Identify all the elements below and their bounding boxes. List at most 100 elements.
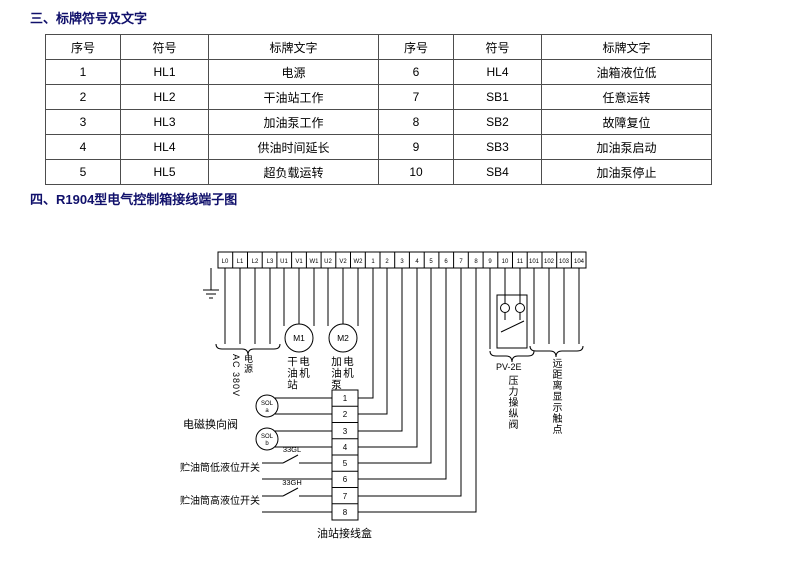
sol-a-text: SOL xyxy=(261,401,274,407)
motor2-tag: M2 xyxy=(337,333,349,343)
motor2-label: 加油泵电机 xyxy=(330,356,354,391)
pressure-switch-box xyxy=(496,294,528,349)
terminal-label: 8 xyxy=(474,259,478,265)
col-header: 序号 xyxy=(378,34,454,60)
cell-symbol: HL5 xyxy=(120,159,209,185)
terminal-label: L2 xyxy=(252,259,259,265)
terminal-label: 4 xyxy=(415,259,419,265)
terminal-label: 103 xyxy=(559,259,570,265)
terminal-label: W2 xyxy=(354,259,364,265)
motor1-wires xyxy=(283,268,315,326)
terminal-strip-dividers xyxy=(232,252,572,268)
cell-text: 油箱液位低 xyxy=(541,59,712,85)
cell-text: 电源 xyxy=(208,59,379,85)
col-header: 序号 xyxy=(45,34,121,60)
remote-contact-wires xyxy=(533,268,580,344)
cell-no: 1 xyxy=(45,59,121,85)
low-level-switch-label: 贮油筒低液位开关 xyxy=(180,463,260,474)
junction-cell-number: 3 xyxy=(343,427,348,436)
table-row: 1 HL1 电源 6 HL4 油箱液位低 xyxy=(45,59,712,85)
remote-contact-label: 远距离显示触点 xyxy=(550,358,561,435)
terminal-label: U1 xyxy=(280,259,288,265)
pressure-switch-contact xyxy=(500,303,510,313)
junction-cell-number: 4 xyxy=(343,443,348,452)
terminal-label: V2 xyxy=(339,259,347,265)
table-row: 5 HL5 超负载运转 10 SB4 加油泵停止 xyxy=(45,159,712,185)
sol-a-circle xyxy=(255,394,279,418)
label-symbol-table: 序号 符号 标牌文字 序号 符号 标牌文字 1 HL1 电源 6 HL4 油箱液… xyxy=(45,34,712,185)
sol-a-text: a xyxy=(265,408,269,414)
pressure-switch-blade xyxy=(500,312,525,333)
low-level-switch-symbol xyxy=(262,454,332,480)
terminal-label: 5 xyxy=(429,259,433,265)
cell-text: 超负载运转 xyxy=(208,159,379,185)
junction-cell-number: 2 xyxy=(343,410,348,419)
junction-cell-number: 7 xyxy=(343,492,348,501)
cell-text: 故障复位 xyxy=(541,109,712,135)
table-row: 2 HL2 干油站工作 7 SB1 任意运转 xyxy=(45,84,712,110)
cell-no: 4 xyxy=(45,134,121,160)
cell-symbol: HL4 xyxy=(453,59,542,85)
terminal-label: 9 xyxy=(488,259,492,265)
sol-b-text: b xyxy=(265,441,269,447)
terminal-label: 104 xyxy=(574,259,585,265)
cell-symbol: HL1 xyxy=(120,59,209,85)
col-header: 符号 xyxy=(453,34,542,60)
terminal-label: 10 xyxy=(502,259,509,265)
terminal-label: 102 xyxy=(544,259,555,265)
cell-symbol: HL2 xyxy=(120,84,209,110)
high-level-switch-symbol xyxy=(262,487,332,513)
cell-text: 供油时间延长 xyxy=(208,134,379,160)
remote-brace xyxy=(529,345,584,358)
low-level-tag: 33GL xyxy=(283,445,301,454)
junction-cell-number: 6 xyxy=(343,475,348,484)
pressure-valve-wires xyxy=(489,268,521,349)
terminal-label: 11 xyxy=(517,259,524,265)
cell-text: 加油泵工作 xyxy=(208,109,379,135)
cell-no: 10 xyxy=(378,159,454,185)
cell-symbol: SB4 xyxy=(453,159,542,185)
cell-text: 任意运转 xyxy=(541,84,712,110)
high-level-switch-label: 贮油筒高液位开关 xyxy=(180,496,260,507)
col-header: 符号 xyxy=(120,34,209,60)
cell-symbol: HL4 xyxy=(120,134,209,160)
pv2e-brace xyxy=(489,350,535,363)
cell-no: 5 xyxy=(45,159,121,185)
junction-cell-number: 1 xyxy=(343,394,348,403)
motor1-label: 干油站电机 xyxy=(286,356,310,391)
sol-b-text: SOL xyxy=(261,434,274,440)
ac-wires xyxy=(224,268,271,344)
cell-no: 8 xyxy=(378,109,454,135)
cell-symbol: SB2 xyxy=(453,109,542,135)
junction-box-dividers xyxy=(332,405,358,505)
terminal-label: 7 xyxy=(459,259,463,265)
sol-b-circle xyxy=(255,427,279,451)
terminal-label: 2 xyxy=(385,259,389,265)
cell-no: 2 xyxy=(45,84,121,110)
col-header: 标牌文字 xyxy=(541,34,712,60)
junction-cell-number: 8 xyxy=(343,508,348,517)
high-level-tag: 33GH xyxy=(282,478,302,487)
col-header: 标牌文字 xyxy=(208,34,379,60)
cell-text: 加油泵启动 xyxy=(541,134,712,160)
pv2e-label: 压力操纵阀 xyxy=(506,375,517,430)
wiring-diagram-svg: L0 L1 L2 L3 U1 V1 W1 U2 V2 W2 1 2 3 4 5 … xyxy=(203,251,587,521)
junction-cell-number: 5 xyxy=(343,459,348,468)
junction-to-strip-wires xyxy=(358,268,477,513)
terminal-label: L1 xyxy=(237,259,244,265)
ground-symbol xyxy=(203,268,219,299)
table-row: 3 HL3 加油泵工作 8 SB2 故障复位 xyxy=(45,109,712,135)
cell-text: 干油站工作 xyxy=(208,84,379,110)
pv2e-tag: PV-2E xyxy=(496,362,522,372)
section-heading-labels: 三、标牌符号及文字 xyxy=(30,11,148,26)
terminal-label: 1 xyxy=(371,259,375,265)
cell-no: 6 xyxy=(378,59,454,85)
cell-no: 7 xyxy=(378,84,454,110)
cell-symbol: SB1 xyxy=(453,84,542,110)
terminal-label: U2 xyxy=(324,259,332,265)
pressure-switch-contact xyxy=(515,303,525,313)
table-row: 4 HL4 供油时间延长 9 SB3 加油泵启动 xyxy=(45,134,712,160)
solenoid-valve-label: 电磁换向阀 xyxy=(183,419,238,431)
terminal-label: W1 xyxy=(310,259,320,265)
